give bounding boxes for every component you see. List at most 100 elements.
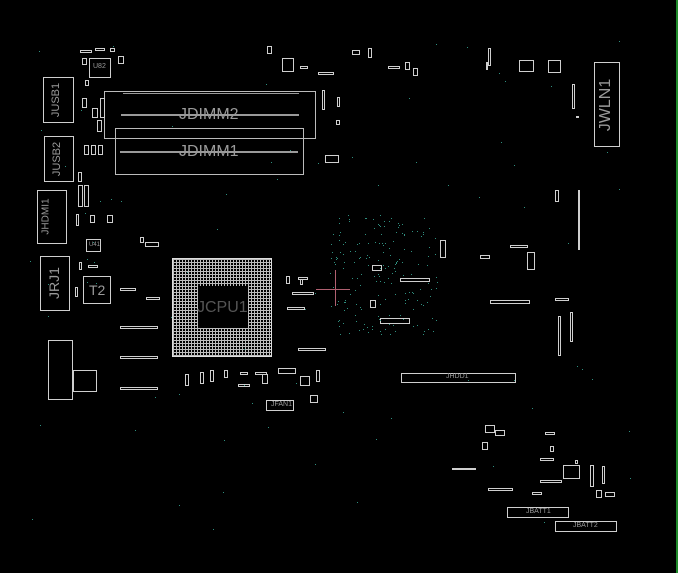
smd-component[interactable] [98,145,103,155]
smd-component[interactable] [576,116,579,118]
smd-component[interactable] [200,372,204,384]
smd-component[interactable] [300,279,303,285]
smd-component[interactable] [120,288,136,291]
smd-component[interactable] [287,307,305,310]
smd-component[interactable] [92,108,98,118]
connector-jbatt1[interactable]: JBATT1 [507,507,569,518]
smd-component[interactable] [413,68,418,76]
smd-component[interactable] [224,370,228,378]
smd-component[interactable] [548,60,561,73]
transformer-t2[interactable]: T2 [83,276,111,304]
smd-component[interactable] [282,58,294,72]
smd-component[interactable] [578,190,580,250]
smd-component[interactable] [255,372,267,375]
smd-component[interactable] [118,56,124,64]
smd-component[interactable] [185,374,189,386]
smd-component[interactable] [262,374,268,384]
smd-component[interactable] [370,300,376,308]
smd-component[interactable] [286,276,290,284]
smd-component[interactable] [82,98,87,108]
smd-component[interactable] [82,58,87,65]
smd-component[interactable] [482,442,488,450]
smd-component[interactable] [337,97,340,107]
smd-component[interactable] [120,326,158,329]
smd-component[interactable] [238,384,250,387]
smd-component[interactable] [300,376,310,386]
smd-component[interactable] [352,50,360,55]
smd-component[interactable] [372,265,382,271]
connector-jhdd1[interactable]: JHDD1 [401,373,516,383]
smd-component[interactable] [97,120,102,132]
smd-component[interactable] [558,316,561,356]
smd-component[interactable] [325,155,339,163]
connector-jwln1[interactable]: JWLN1 [594,62,620,147]
smd-component[interactable] [596,490,602,498]
smd-component[interactable] [88,265,98,268]
smd-component[interactable] [267,46,272,54]
smd-component[interactable] [540,480,562,483]
smd-component[interactable] [76,214,79,226]
smd-component[interactable] [298,348,326,351]
smd-component[interactable] [575,460,578,464]
smd-component[interactable] [84,185,89,207]
smd-component[interactable] [91,145,96,155]
smd-component[interactable] [100,98,105,118]
smd-component[interactable] [278,368,296,374]
smd-component[interactable] [400,278,430,282]
smd-component[interactable] [107,215,113,223]
smd-component[interactable] [590,465,594,487]
slot-jdimm1[interactable]: JDIMM1 [115,128,304,175]
smd-component[interactable] [519,60,534,72]
connector-jfan1[interactable]: JFAN1 [266,400,294,411]
smd-component[interactable] [527,252,535,270]
smd-component[interactable] [563,465,580,479]
smd-component[interactable] [145,242,159,247]
smd-component[interactable] [316,370,320,382]
connector-jhdmi1[interactable]: JHDMI1 [37,190,67,244]
smd-component[interactable] [79,262,82,270]
smd-component[interactable] [480,255,490,259]
smd-component[interactable] [388,66,400,69]
smd-component[interactable] [90,215,95,223]
smd-component[interactable] [318,72,334,75]
smd-component[interactable] [532,492,542,495]
connector-jrj1[interactable]: JRJ1 [40,256,70,311]
smd-component[interactable] [146,297,160,300]
smd-component[interactable] [73,370,97,392]
connector-jusb1[interactable]: JUSB1 [43,77,74,123]
smd-component[interactable] [140,237,144,243]
smd-component[interactable] [322,90,325,110]
smd-component[interactable] [310,395,318,403]
smd-component[interactable] [298,277,308,280]
smd-component[interactable] [488,488,513,491]
smd-component[interactable] [602,466,605,484]
smd-component[interactable] [545,432,555,435]
chip-u82[interactable]: U82 [89,58,111,78]
smd-component[interactable] [240,372,248,375]
smd-component[interactable] [572,84,575,109]
smd-component[interactable] [485,425,495,433]
smd-component[interactable] [570,312,573,342]
smd-component[interactable] [84,145,89,155]
smd-component[interactable] [78,185,83,207]
smd-component[interactable] [490,300,530,304]
connector-jbatt2[interactable]: JBATT2 [555,521,617,532]
smd-component[interactable] [495,430,505,436]
smd-component[interactable] [540,458,554,461]
smd-component[interactable] [440,240,446,258]
smd-component[interactable] [110,48,115,52]
chip-u41[interactable]: U41 [86,239,101,252]
smd-component[interactable] [555,190,559,202]
connector-jusb2[interactable]: JUSB2 [44,136,74,182]
smd-component[interactable] [452,468,476,470]
smd-component[interactable] [550,446,554,452]
socket-jcpu1[interactable]: JCPU1 [172,258,272,357]
smd-component[interactable] [48,340,73,400]
smd-component[interactable] [300,66,308,69]
smd-component[interactable] [120,356,158,359]
smd-component[interactable] [605,492,615,497]
smd-component[interactable] [510,245,528,248]
smd-component[interactable] [488,48,491,66]
smd-component[interactable] [80,50,92,53]
smd-component[interactable] [405,62,410,70]
